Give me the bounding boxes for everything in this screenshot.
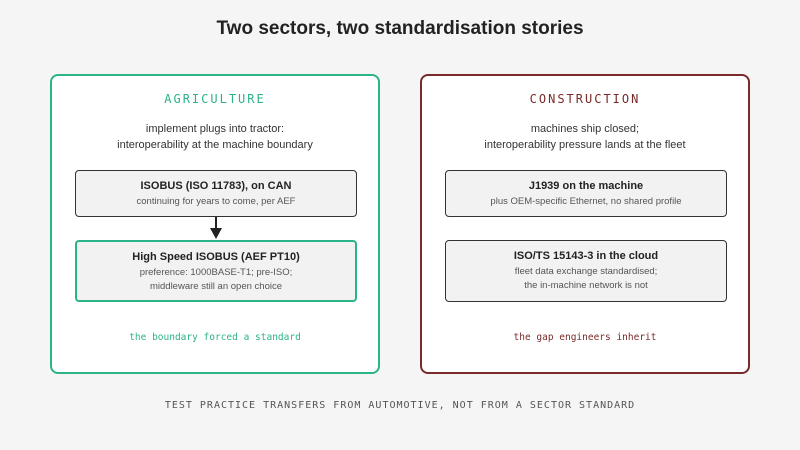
construction-description-line: interoperability pressure lands at the f…: [484, 139, 686, 151]
j1939-box-title: J1939 on the machine: [528, 180, 644, 192]
high-speed-isobus-title: High Speed ISOBUS (AEF PT10): [132, 251, 300, 263]
construction-footer: the gap engineers inherit: [513, 332, 657, 343]
isobus-box: ISOBUS (ISO 11783), on CAN continuing fo…: [75, 170, 357, 217]
agriculture-description: implement plugs into tractor: interopera…: [52, 121, 378, 153]
agriculture-footer: the boundary forced a standard: [129, 332, 301, 343]
agriculture-description-line: interoperability at the machine boundary: [117, 139, 313, 151]
iso-15143-box-title: ISO/TS 15143-3 in the cloud: [513, 250, 659, 262]
construction-description-line: machines ship closed;: [530, 123, 640, 135]
high-speed-isobus-subtitle: preference: 1000BASE-T1; pre-ISO; middle…: [77, 266, 355, 294]
diagram-title: Two sectors, two standardisation stories: [216, 18, 584, 39]
high-speed-isobus-box: High Speed ISOBUS (AEF PT10) preference:…: [75, 240, 357, 302]
iso-15143-line: fleet data exchange standardised;: [514, 266, 658, 277]
isobus-box-subtitle: continuing for years to come, per AEF: [136, 196, 296, 207]
agriculture-panel: AGRICULTURE implement plugs into tractor…: [50, 74, 380, 374]
agriculture-heading: AGRICULTURE: [164, 92, 266, 106]
iso-15143-line: the in-machine network is not: [524, 280, 648, 291]
j1939-box-subtitle: plus OEM-specific Ethernet, no shared pr…: [490, 196, 682, 207]
agriculture-description-line: implement plugs into tractor:: [145, 123, 285, 135]
page-footer: TEST PRACTICE TRANSFERS FROM AUTOMOTIVE,…: [164, 400, 636, 411]
high-speed-isobus-line: preference: 1000BASE-T1; pre-ISO;: [139, 267, 293, 278]
iso-15143-box-subtitle: fleet data exchange standardised; the in…: [446, 265, 726, 293]
arrow-line: [215, 217, 217, 229]
j1939-box: J1939 on the machine plus OEM-specific E…: [445, 170, 727, 217]
high-speed-isobus-line: middleware still an open choice: [149, 281, 283, 292]
construction-heading: CONSTRUCTION: [529, 92, 641, 106]
iso-15143-box: ISO/TS 15143-3 in the cloud fleet data e…: [445, 240, 727, 302]
arrow-down-icon: [210, 228, 222, 239]
isobus-box-title: ISOBUS (ISO 11783), on CAN: [140, 180, 292, 192]
construction-panel: CONSTRUCTION machines ship closed; inter…: [420, 74, 750, 374]
construction-description: machines ship closed; interoperability p…: [422, 121, 748, 153]
